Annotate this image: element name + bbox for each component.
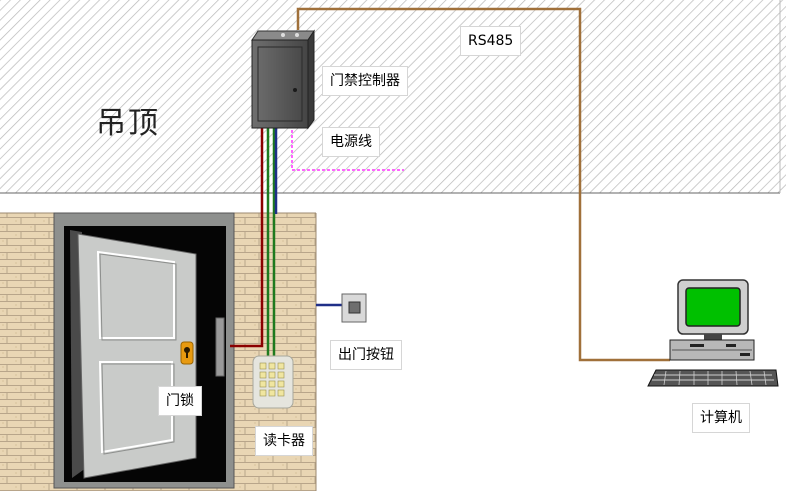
door-lock-icon bbox=[180, 341, 194, 365]
card-reader-icon bbox=[252, 355, 294, 409]
card-reader-label: 读卡器 bbox=[255, 426, 313, 456]
door bbox=[53, 212, 235, 489]
ceiling-label: 吊顶 bbox=[96, 106, 160, 141]
controller-label: 门禁控制器 bbox=[322, 66, 408, 96]
ceiling-area bbox=[0, 0, 786, 194]
exit-button-icon bbox=[341, 293, 367, 323]
wiring bbox=[230, 7, 670, 362]
computer-icon bbox=[647, 279, 779, 387]
door-lock-label: 门锁 bbox=[158, 386, 202, 416]
controller-box bbox=[251, 29, 315, 130]
rs485-label: RS485 bbox=[460, 26, 522, 56]
computer-label: 计算机 bbox=[692, 403, 750, 433]
exit-button-label: 出门按钮 bbox=[330, 340, 402, 370]
power-line-label: 电源线 bbox=[322, 127, 380, 157]
